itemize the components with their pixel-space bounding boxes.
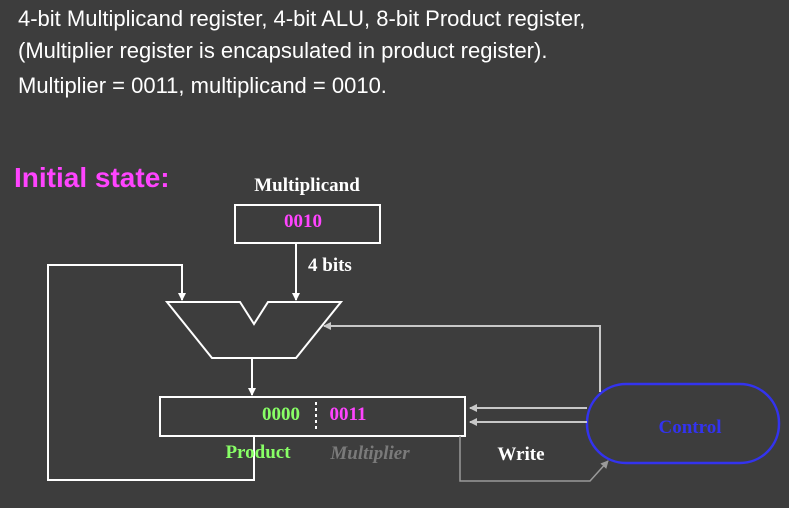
multiplicand-register (234, 204, 381, 244)
multiplicand-label: Multiplicand (254, 175, 360, 196)
control-label: Control (659, 417, 722, 438)
bus-width-label: 4 bits (308, 255, 352, 276)
control-unit (585, 382, 781, 465)
description-line-3: Multiplier = 0011, multiplicand = 0010. (18, 73, 387, 98)
state-label: Initial state: (14, 162, 170, 193)
multiplicand-value: 0010 (284, 211, 322, 232)
write-label: Write (497, 444, 544, 465)
control-to-alu-arrow (323, 322, 601, 392)
product-register (159, 396, 466, 437)
write-path-arrow (459, 436, 609, 482)
product-low-value: 0011 (330, 404, 367, 425)
description-line-1: 4-bit Multiplicand register, 4-bit ALU, … (18, 6, 586, 31)
product-high-value: 0000 (262, 404, 300, 425)
product-label: Product (225, 442, 291, 463)
multiplier-label: Multiplier (329, 443, 410, 464)
feedback-path-arrow (47, 264, 255, 481)
alu-shape (164, 301, 344, 359)
description-line-2: (Multiplier register is encapsulated in … (18, 38, 548, 63)
